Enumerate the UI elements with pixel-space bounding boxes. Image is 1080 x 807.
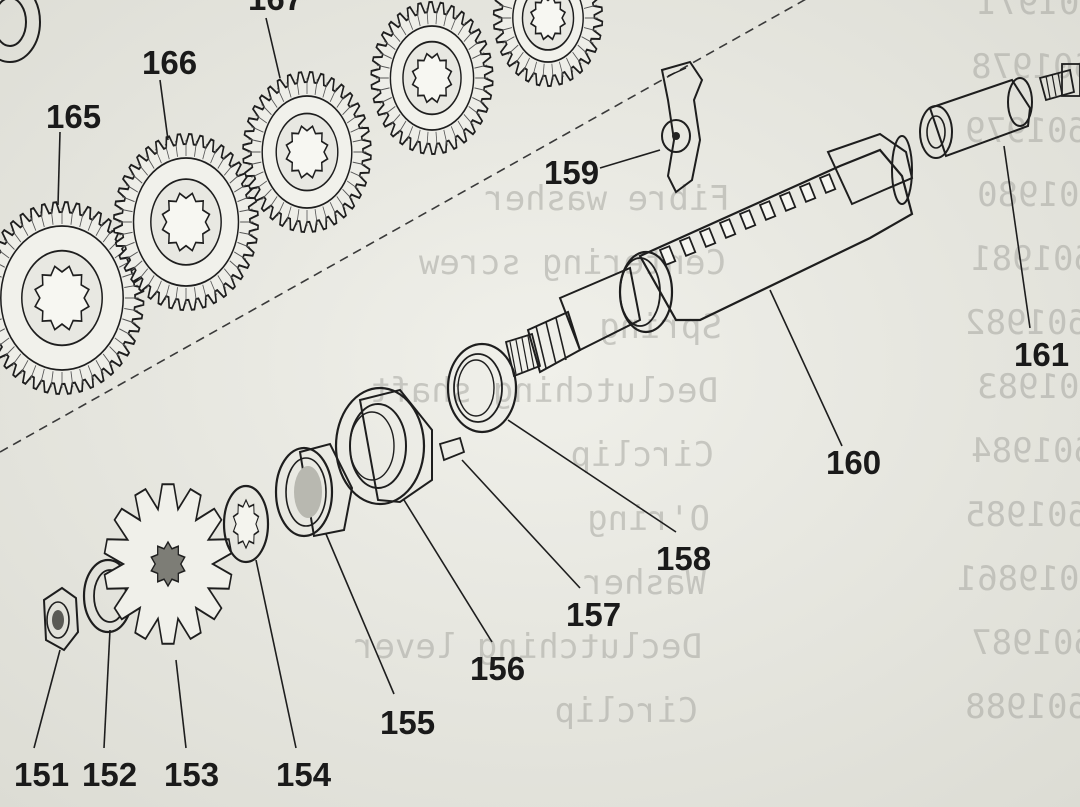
callout-152: 152 [82,756,137,793]
show-through-code: 601983 [977,367,1080,407]
part-157-pin [438,436,466,462]
callout-159: 159 [544,154,599,191]
part-160-shaft [504,132,914,378]
show-through-code: 601981 [971,239,1080,279]
callout-153: 153 [164,756,219,793]
callout-155: 155 [380,704,435,741]
show-through-description: Washer [583,563,706,603]
show-through-description: Fibre washer [484,179,730,219]
show-through-code: 601985 [965,495,1080,535]
gear-partial-top-left [0,0,41,63]
show-through-code: 601987 [971,623,1080,663]
show-through-code: 601980 [977,175,1080,215]
callout-151: 151 [14,756,69,793]
show-through-code: 601984 [971,431,1080,471]
gear-165 [0,201,145,395]
show-through-description: Declutching shaft [370,371,718,411]
show-through-part-codes: 6019716019786019796019806019816019826019… [957,0,1080,727]
show-through-description: Circlip [555,691,698,731]
part-153-sprocket [103,483,233,645]
callout-165: 165 [46,98,101,135]
callout-154: 154 [276,756,332,793]
callout-161: 161 [1014,336,1069,373]
show-through-description: Declutching lever [354,627,702,667]
part-151-nut [42,586,80,652]
callout-160: 160 [826,444,881,481]
gear-167 [242,71,372,233]
show-through-code: 6019861 [957,559,1080,599]
section-divider-line [0,0,807,453]
callout-158: 158 [656,540,711,577]
part-158-seal [446,342,518,434]
callout-157: 157 [566,596,621,633]
show-through-code: 601982 [965,303,1080,343]
threaded-stud [1038,63,1080,102]
part-154-splined-washer [222,484,270,564]
gear-166 [113,133,259,311]
part-155-bush [274,442,354,538]
part-161-sleeve [919,77,1033,159]
callout-156: 156 [470,650,525,687]
part-156-ring [334,386,433,506]
callout-167: 167 [248,0,303,17]
gear-168 [370,0,494,156]
show-through-code: 601979 [965,111,1080,151]
callout-166: 166 [142,44,197,81]
show-through-code: 601971 [977,0,1080,23]
callout-labels: 151 152 153 154 155 156 157 158 159 160 … [14,0,1069,793]
leader-lines [33,17,1031,749]
show-through-description: Centering screw [418,243,726,283]
show-through-description: Circlip [571,435,714,475]
show-through-code: 601988 [965,687,1080,727]
show-through-description: O'ring [587,499,710,539]
part-159-selector [660,60,704,194]
gear-169 [492,0,604,88]
show-through-description: Spring [599,307,722,347]
